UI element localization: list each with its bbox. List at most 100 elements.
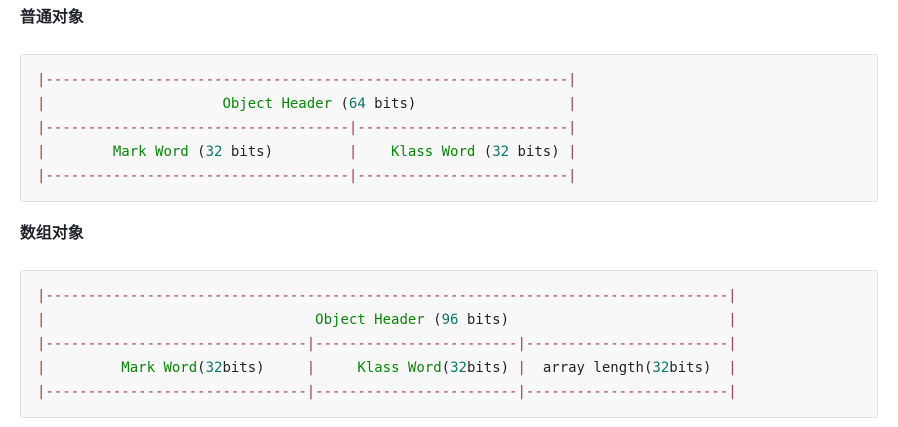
code-token: bits) [222, 144, 274, 160]
code-token [315, 360, 357, 376]
code-token: Klass Word [357, 360, 442, 376]
code-token: ( [441, 360, 451, 376]
code-token: | [348, 144, 358, 160]
code-token: | [37, 72, 46, 88]
code-token: bits) [466, 360, 510, 376]
code-token: ------------------------ [525, 384, 729, 400]
code-token: | [37, 168, 46, 184]
code-token: ------------------------- [357, 168, 569, 184]
code-token [357, 144, 391, 160]
section-array-object: 数组对象 |----------------------------------… [20, 224, 878, 418]
code-token: 32 [205, 360, 223, 376]
code-token: | [517, 336, 526, 352]
section-title-normal-object: 普通对象 [20, 9, 85, 26]
section-title-array-object: 数组对象 [20, 225, 85, 242]
code-block-array-object: |---------------------------------------… [20, 270, 878, 418]
code-token [509, 312, 728, 328]
code-token: ( [188, 144, 206, 160]
code-token: ------------------------------------ [45, 168, 349, 184]
code-token [560, 144, 568, 160]
section-normal-object: 普通对象 |----------------------------------… [20, 8, 878, 202]
code-line: |---------------------------------------… [37, 68, 861, 92]
code-token [265, 360, 307, 376]
code-block-normal-object: |---------------------------------------… [20, 54, 878, 202]
code-line: | Mark Word(32bits) | Klass Word(32bits)… [37, 356, 861, 380]
code-token: bits) [458, 312, 510, 328]
code-line: | Object Header (96 bits) | [37, 308, 861, 332]
code-token: ------------------------------------ [45, 120, 349, 136]
code-line: |-------------------------------|-------… [37, 332, 861, 356]
code-token: bits) [669, 360, 712, 376]
code-token: | [568, 120, 577, 136]
code-token: | [728, 312, 737, 328]
code-token: Mark Word [121, 360, 198, 376]
code-token: ( [197, 360, 206, 376]
code-token: ------------------------------- [45, 336, 307, 352]
code-token: | [348, 120, 358, 136]
code-token: ( [332, 96, 349, 112]
code-token: | [37, 144, 46, 160]
code-token: | [728, 384, 737, 400]
code-token [526, 360, 543, 376]
code-token: | [568, 168, 577, 184]
code-token: | [306, 360, 316, 376]
code-token: Object Header [315, 312, 425, 328]
code-line: | Mark Word (32 bits) | Klass Word (32 b… [37, 140, 861, 164]
code-token: ------------------------ [315, 336, 518, 352]
code-token: bits) [509, 144, 560, 160]
code-token: array length( [542, 360, 653, 376]
code-token: ----------------------------------------… [45, 288, 729, 304]
code-token: 32 [450, 360, 467, 376]
code-token: ------------------------ [525, 336, 729, 352]
code-token: | [37, 120, 46, 136]
code-token: 96 [441, 312, 459, 328]
code-line: |---------------------------------------… [37, 284, 861, 308]
code-token: | [568, 144, 577, 160]
code-token: | [348, 168, 358, 184]
code-line: | Object Header (64 bits) | [37, 92, 861, 116]
code-token: | [37, 360, 46, 376]
code-token: bits) [365, 96, 417, 112]
code-token: Klass Word [391, 144, 476, 160]
code-token: bits) [222, 360, 265, 376]
ascii-diagram-array-object-header: |---------------------------------------… [37, 284, 861, 404]
code-line: |------------------------------------|--… [37, 116, 861, 140]
code-token: 32 [205, 144, 223, 160]
code-token: | [37, 96, 46, 112]
code-token: 64 [348, 96, 366, 112]
code-token [273, 144, 349, 160]
code-token [45, 144, 112, 160]
code-token: | [728, 288, 737, 304]
code-token [45, 312, 315, 328]
code-token: | [37, 288, 46, 304]
code-token: ------------------------------- [45, 384, 307, 400]
code-token: ( [424, 312, 442, 328]
code-token: ( [475, 144, 493, 160]
code-token: | [37, 336, 46, 352]
code-token: | [37, 384, 46, 400]
code-line: |------------------------------------|--… [37, 164, 861, 188]
ascii-diagram-normal-object-header: |---------------------------------------… [37, 68, 861, 188]
code-token: | [306, 336, 316, 352]
code-token: 32 [492, 144, 510, 160]
code-token [45, 360, 121, 376]
code-token [509, 360, 517, 376]
code-token: Mark Word [112, 144, 189, 160]
code-token [711, 360, 728, 376]
code-token: | [306, 384, 316, 400]
code-token [45, 96, 222, 112]
code-token: 32 [652, 360, 670, 376]
code-token: | [37, 312, 46, 328]
code-token: | [728, 360, 737, 376]
code-token: | [568, 72, 577, 88]
code-token: | [517, 360, 526, 376]
code-token: ------------------------- [357, 120, 569, 136]
code-token: | [728, 336, 737, 352]
code-token [416, 96, 568, 112]
code-token: ------------------------ [315, 384, 518, 400]
code-token: ----------------------------------------… [45, 72, 569, 88]
code-token: | [517, 384, 526, 400]
code-token: | [568, 96, 577, 112]
code-token: Object Header [222, 96, 333, 112]
